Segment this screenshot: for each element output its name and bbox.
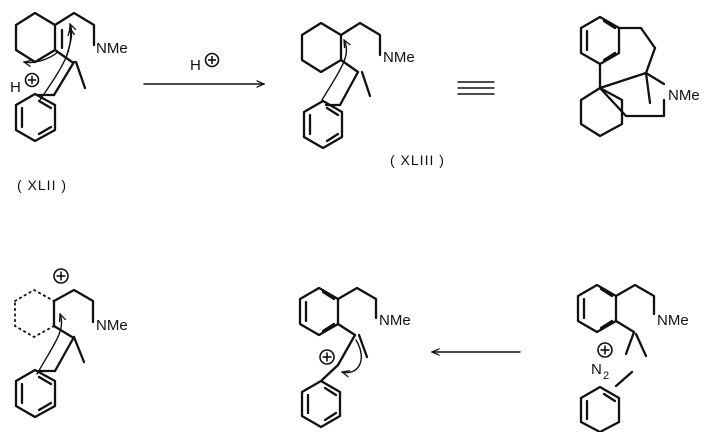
label-nme: NMe — [657, 312, 689, 329]
equivalence-sign — [457, 81, 495, 95]
charge-plus-icon — [53, 268, 69, 284]
charge-plus-icon — [319, 349, 335, 365]
reaction-arrow-1: H — [143, 52, 264, 85]
label-nme: NMe — [668, 87, 700, 104]
label-nme: NMe — [96, 40, 128, 57]
caption-xlii: ( XLII ) — [17, 177, 67, 193]
label-h: H — [10, 79, 21, 96]
caption-xliii: ( XLIII ) — [390, 152, 445, 168]
label-h: H — [190, 57, 201, 74]
label-nme: NMe — [383, 49, 415, 66]
structure-xlii: H NMe — [10, 11, 128, 143]
structure-carbocation: NMe — [14, 268, 128, 419]
structure-xliii-morphinan: NMe — [579, 15, 700, 138]
label-n: N — [591, 361, 602, 378]
structure-diazonium: N 2 NMe — [576, 283, 689, 432]
charge-plus-icon — [597, 342, 613, 358]
charge-plus-icon — [24, 72, 40, 88]
structure-xliii-intermediate: NMe — [300, 21, 415, 150]
structure-benzyl-cation: NMe — [298, 286, 411, 429]
label-nme: NMe — [96, 317, 128, 334]
label-nme: NMe — [379, 312, 411, 329]
label-n-subscript: 2 — [603, 370, 609, 382]
charge-plus-icon — [204, 52, 220, 68]
